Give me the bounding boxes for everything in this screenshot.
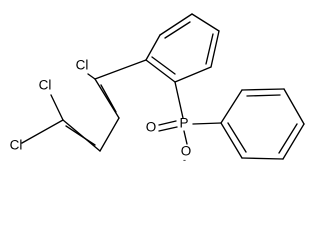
bond-p-phenyl <box>192 122 222 125</box>
phosphorus-label: P <box>179 116 188 131</box>
oxygen-label-double: O <box>146 120 157 135</box>
bond-c1-c2-inner <box>100 84 117 113</box>
bond-c2-c3 <box>99 117 120 152</box>
bond-aryl-2-3 <box>159 13 193 36</box>
bond-c1-aryl <box>94 59 147 80</box>
atom-labels: Cl Cl Cl P O O - <box>10 58 192 165</box>
bond-phenyl-2-3 <box>241 88 285 91</box>
bond-aryl-6-1-inner <box>151 56 176 75</box>
negative-charge-label: - <box>183 155 186 165</box>
bond-aryl-5-6 <box>174 66 212 83</box>
bond-phenyl-4-5 <box>282 123 305 160</box>
bond-c4-cl-lower <box>21 119 64 144</box>
bond-p-oxygen-double-b <box>158 126 178 132</box>
bond-c4-cl-upper <box>50 94 64 121</box>
chemical-structure: Cl Cl Cl P O O - <box>9 13 305 165</box>
bond-phenyl-3-4 <box>283 88 305 125</box>
bonds <box>21 13 305 160</box>
bond-aryl-p <box>174 81 184 119</box>
bond-phenyl-1-2 <box>220 89 243 124</box>
bond-aryl-4-5-inner <box>205 33 214 65</box>
bond-phenyl-6-1-inner <box>227 122 247 153</box>
bond-phenyl-6-1 <box>220 122 243 159</box>
bond-c3-c4-inner <box>65 125 96 146</box>
bond-aryl-6-1 <box>145 59 176 83</box>
chlorine-label-left-lower: Cl <box>10 138 23 153</box>
bond-aryl-1-2 <box>145 34 161 61</box>
bond-aryl-4-5 <box>210 30 220 68</box>
bond-aryl-3-4 <box>191 13 220 32</box>
bond-phenyl-2-3-inner <box>246 94 281 97</box>
bond-cl-top-c1 <box>87 73 96 80</box>
bond-p-oxygen-single <box>183 130 188 145</box>
bond-phenyl-4-5-inner <box>278 123 298 154</box>
bond-aryl-2-3-inner <box>164 21 191 39</box>
chlorine-label-left-upper: Cl <box>39 78 52 93</box>
chlorine-label-top: Cl <box>76 58 89 73</box>
bond-p-oxygen-double-a <box>158 120 177 126</box>
bond-phenyl-5-6 <box>241 157 284 160</box>
oxygen-label-single: O <box>181 144 192 159</box>
